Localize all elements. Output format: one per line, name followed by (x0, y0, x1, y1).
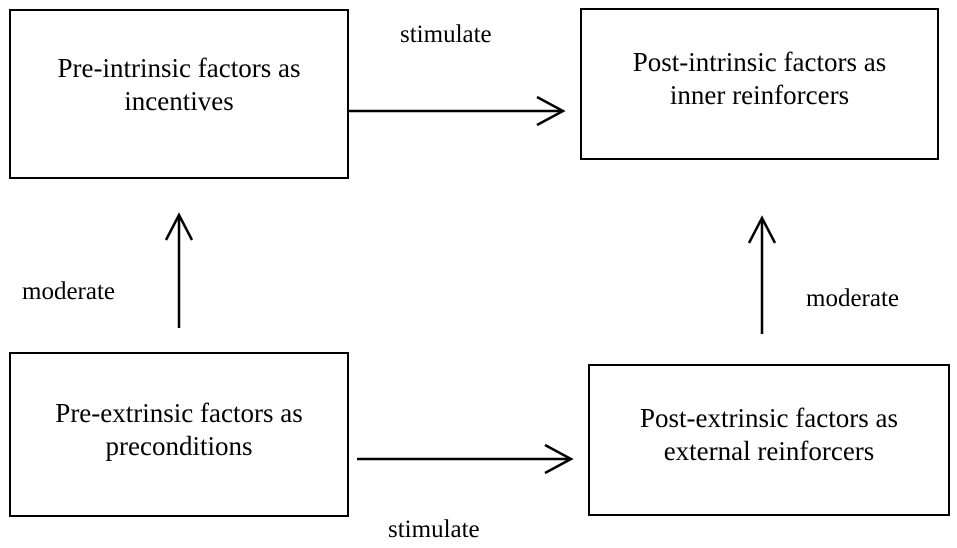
node-post-intrinsic: Post-intrinsic factors as inner reinforc… (580, 8, 939, 160)
edge-label-right-moderate: moderate (806, 285, 900, 312)
node-pre-extrinsic: Pre-extrinsic factors as preconditions (9, 352, 349, 517)
arrow-left-moderate (164, 212, 194, 328)
node-pre-intrinsic: Pre-intrinsic factors as incentives (9, 9, 349, 179)
edge-label-left-moderate: moderate (22, 278, 116, 305)
edge-label-bottom-stimulate: stimulate (388, 516, 480, 543)
edge-label-top-stimulate: stimulate (400, 21, 492, 48)
node-post-intrinsic-label: Post-intrinsic factors as inner reinforc… (632, 47, 887, 110)
arrow-right-moderate (747, 215, 777, 334)
arrow-bottom-stimulate (357, 443, 574, 475)
node-pre-intrinsic-label: Pre-intrinsic factors as incentives (57, 53, 301, 116)
arrow-top-stimulate (349, 95, 566, 127)
node-post-extrinsic: Post-extrinsic factors as external reinf… (588, 364, 950, 516)
node-post-extrinsic-label: Post-extrinsic factors as external reinf… (640, 403, 898, 466)
node-pre-extrinsic-label: Pre-extrinsic factors as preconditions (55, 397, 303, 461)
